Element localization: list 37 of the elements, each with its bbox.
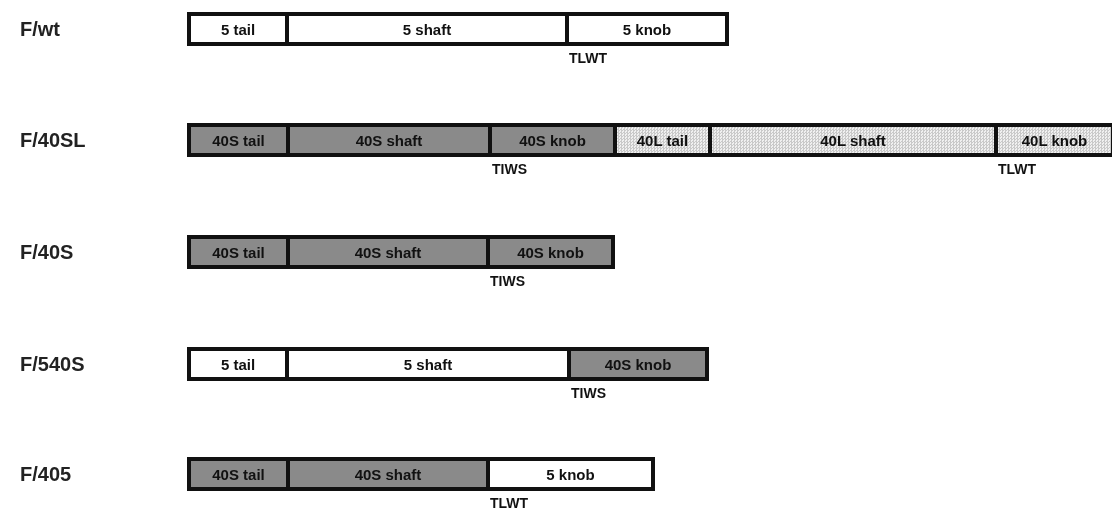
domain-label: 5 shaft [402,20,452,38]
construct-name: F/40SL [20,129,86,152]
domain-label: 5 shaft [403,355,453,373]
junction-label: TIWS [571,385,606,401]
construct-name: F/wt [20,18,60,41]
domain-label: 40S tail [212,465,265,483]
domain-label: 5 knob [546,465,595,483]
domain-label: 40S knob [517,243,584,261]
domain-segment [286,127,488,153]
domain-label: 5 knob [622,20,672,38]
domain-label: 40S shaft [355,131,423,149]
domain-label: 40S knob [604,355,672,373]
domain-label: 40L knob [1021,131,1088,149]
junction-label: TLWT [998,161,1037,177]
junction-label: TIWS [490,273,525,289]
domain-segment [191,461,286,487]
domain-label: 40S knob [519,131,586,149]
domain-label: 5 tail [220,20,256,38]
domain-segment [708,127,994,153]
domain-label: 40S tail [212,131,265,149]
domain-label: 40S shaft [354,465,422,483]
domain-segment [286,461,486,487]
junction-label: TLWT [490,495,529,511]
domain-segment [613,127,708,153]
junction-label: TIWS [492,161,527,177]
domain-segment [191,239,286,265]
domain-segment [191,127,286,153]
junction-label: TLWT [569,50,608,66]
construct-name: F/405 [20,463,72,486]
domain-label: 40S shaft [354,243,422,261]
domain-segment [286,239,486,265]
domain-label: 5 tail [220,355,256,373]
domain-label: 40S tail [212,243,265,261]
domain-label: 40L tail [636,131,689,149]
domain-label: 40L shaft [820,131,886,149]
construct-name: F/40S [20,241,74,264]
construct-name: F/540S [20,353,85,376]
